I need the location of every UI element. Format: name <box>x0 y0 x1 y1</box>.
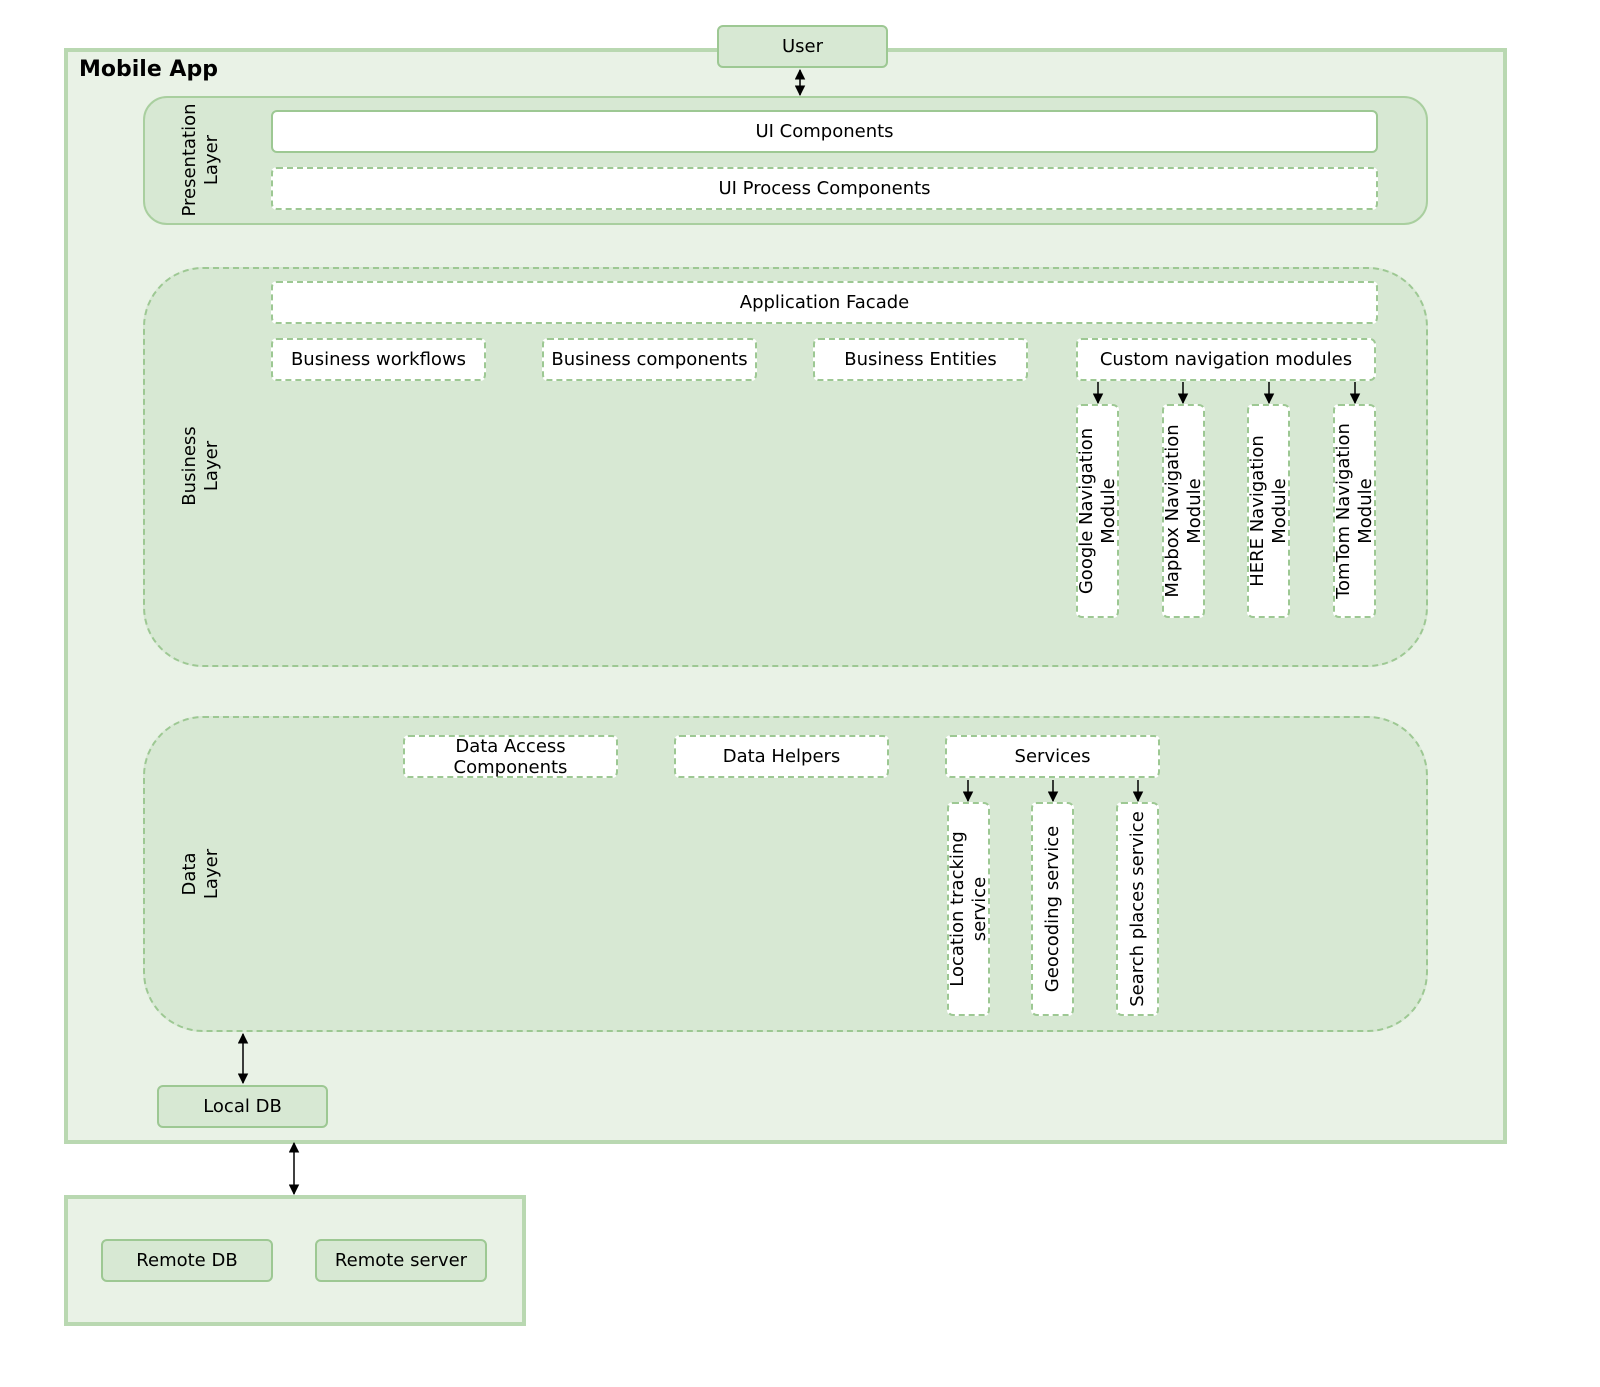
business-entities-box: Business Entities <box>813 338 1028 381</box>
google-navigation-module-box: Google Navigation Module <box>1076 404 1119 618</box>
user-node: User <box>717 25 888 68</box>
data-access-components-line2: Components <box>453 756 568 778</box>
mapbox-navigation-module-box: Mapbox Navigation Module <box>1162 404 1205 618</box>
geocoding-service-box: Geocoding service <box>1031 802 1074 1016</box>
services-box: Services <box>945 735 1160 778</box>
business-layer <box>143 267 1428 667</box>
mobile-app-title: Mobile App <box>79 57 218 82</box>
here-navigation-module-box: HERE Navigation Module <box>1247 404 1290 618</box>
location-tracking-service-box: Location tracking service <box>947 802 990 1016</box>
custom-navigation-modules-box: Custom navigation modules <box>1076 338 1376 381</box>
remote-server-node: Remote server <box>315 1239 487 1282</box>
remote-db-node: Remote DB <box>101 1239 273 1282</box>
local-db-node: Local DB <box>157 1085 328 1128</box>
business-components-box: Business components <box>542 338 757 381</box>
ui-process-components-box: UI Process Components <box>271 167 1378 210</box>
tomtom-navigation-module-box: TomTom Navigation Module <box>1333 404 1376 618</box>
data-helpers-box: Data Helpers <box>674 735 889 778</box>
data-access-components-line1: Data Access <box>455 735 566 757</box>
business-workflows-box: Business workflows <box>271 338 486 381</box>
data-access-components-box: Data Access Components <box>403 735 618 778</box>
search-places-service-box: Search places service <box>1116 802 1159 1016</box>
ui-components-box: UI Components <box>271 110 1378 153</box>
application-facade-box: Application Facade <box>271 281 1378 324</box>
